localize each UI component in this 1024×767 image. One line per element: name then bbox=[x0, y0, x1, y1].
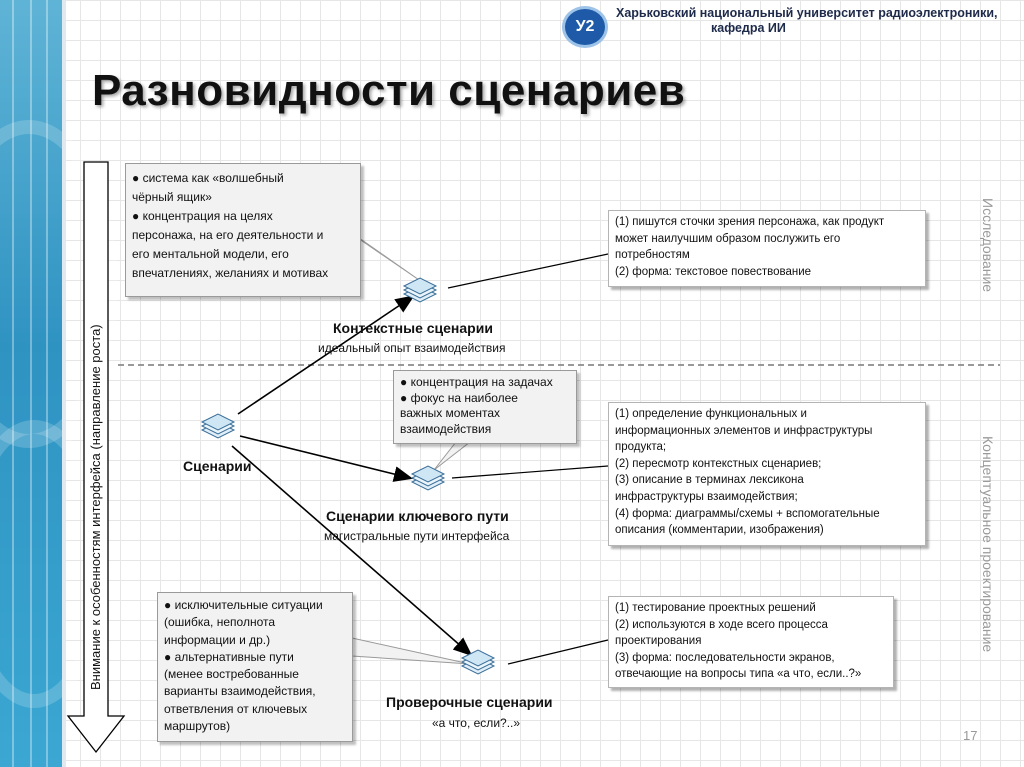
callout-line: (менее востребованные bbox=[164, 667, 299, 682]
callout-line: важных моментах bbox=[400, 406, 501, 420]
node-context-label: Контекстные сценарии bbox=[333, 320, 493, 336]
callout-validation-focus: ● исключительные ситуации (ошибка, непол… bbox=[157, 592, 353, 742]
callout-line: ● система как «волшебный bbox=[132, 171, 284, 185]
note-line: продукта; bbox=[615, 441, 667, 454]
note-line: (2) пересмотр контекстных сценариев; bbox=[615, 457, 822, 470]
axis-label: Внимание к особенностям интерфейса (напр… bbox=[88, 324, 103, 690]
callout-line: взаимодействия bbox=[400, 421, 492, 436]
note-line: проектирования bbox=[615, 635, 702, 648]
note-line: (1) пишутся сточки зрения персонажа, как… bbox=[615, 216, 885, 228]
keypath-scenarios-icon bbox=[411, 465, 445, 491]
callout-line: ● исключительные ситуации bbox=[164, 598, 323, 612]
note-line: описания (комментарии, изображения) bbox=[615, 524, 824, 537]
note-context-description: (1) пишутся сточки зрения персонажа, как… bbox=[608, 210, 926, 287]
callout-context-focus: ● система как «волшебный чёрный ящик» ● … bbox=[125, 163, 361, 297]
university-name: Харьковский национальный университет рад… bbox=[616, 6, 998, 36]
university-line-1: Харьковский национальный университет рад… bbox=[616, 6, 998, 20]
arrow-to-validation bbox=[231, 445, 473, 657]
note-line: потребностям bbox=[615, 249, 690, 262]
note-validation-description: (1) тестирование проектных решений (2) и… bbox=[608, 596, 894, 688]
note-line: отвечающие на вопросы типа «а что, если.… bbox=[615, 668, 862, 681]
note-line: (3) форма: последовательности экранов, bbox=[615, 651, 835, 664]
pointer-validation-callout bbox=[351, 637, 471, 665]
phase-concept-label: Концептуальное проектирование bbox=[980, 436, 996, 653]
pointer-keypath-callout bbox=[433, 441, 472, 471]
root-scenarios-icon bbox=[201, 413, 235, 439]
arrow-to-context bbox=[237, 295, 415, 415]
note-line: инфраструктуры взаимодействия; bbox=[615, 490, 798, 503]
page-number: 17 bbox=[963, 728, 978, 743]
note-line: может наилучшим образом послужить его bbox=[615, 232, 841, 245]
validation-scenarios-icon bbox=[461, 649, 495, 675]
note-line: (1) определение функциональных и bbox=[615, 408, 807, 420]
callout-line: его ментальной модели, его bbox=[132, 247, 289, 261]
node-context-sublabel: идеальный опыт взаимодействия bbox=[318, 341, 506, 355]
callout-keypath-focus: ● концентрация на задачах ● фокус на наи… bbox=[393, 370, 577, 444]
callout-line: ● фокус на наиболее bbox=[400, 390, 518, 405]
callout-line: варианты взаимодействия, bbox=[164, 684, 316, 699]
node-keypath-sublabel: магистральные пути интерфейса bbox=[324, 529, 510, 543]
note-line: (1) тестирование проектных решений bbox=[615, 602, 816, 614]
university-logo: У2 bbox=[562, 6, 608, 48]
note-line: (2) форма: текстовое повествование bbox=[615, 265, 812, 278]
phase-research-label: Исследование bbox=[980, 198, 996, 293]
axis-arrow bbox=[66, 161, 126, 754]
callout-line: маршрутов) bbox=[164, 719, 231, 734]
arrow-to-keypath bbox=[239, 435, 414, 482]
note-line: информационных элементов и инфраструктур… bbox=[615, 424, 873, 437]
callout-line: информации и др.) bbox=[164, 632, 271, 647]
node-validation-sublabel: «а что, если?..» bbox=[432, 716, 521, 730]
connector-keypath-note bbox=[451, 465, 609, 479]
callout-line: чёрный ящик» bbox=[132, 190, 212, 204]
callout-line: ● альтернативные пути bbox=[164, 649, 294, 664]
note-line: (2) используются в ходе всего процесса bbox=[615, 618, 828, 631]
node-keypath-label: Сценарии ключевого пути bbox=[326, 508, 509, 524]
note-keypath-description: (1) определение функциональных и информа… bbox=[608, 402, 926, 546]
callout-line: ● концентрация на задачах bbox=[400, 375, 553, 389]
callout-line: (ошибка, неполнота bbox=[164, 615, 276, 630]
connector-validation-note bbox=[507, 639, 609, 665]
node-validation-label: Проверочные сценарии bbox=[386, 694, 553, 710]
university-line-2: кафедра ИИ bbox=[711, 21, 786, 35]
node-root-label: Сценарии bbox=[183, 458, 252, 474]
slide-title: Разновидности сценариев bbox=[92, 66, 686, 115]
callout-line: ● концентрация на целях bbox=[132, 209, 273, 223]
callout-line: ответвления от ключевых bbox=[164, 701, 308, 716]
callout-line: впечатлениях, желаниях и мотивах bbox=[132, 266, 329, 280]
note-line: (3) описание в терминах лексикона bbox=[615, 474, 804, 487]
note-line: (4) форма: диаграммы/схемы + вспомогател… bbox=[615, 507, 880, 520]
connector-context-note bbox=[447, 253, 609, 289]
page-edge bbox=[62, 0, 66, 767]
callout-line: персонажа, на его деятельности и bbox=[132, 228, 324, 242]
